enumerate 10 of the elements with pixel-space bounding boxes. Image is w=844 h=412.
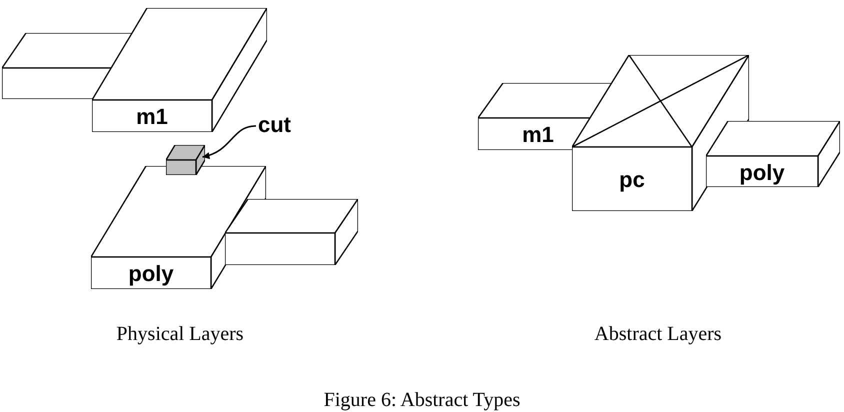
layer-name: poly — [739, 162, 785, 184]
leader-arrow — [202, 125, 256, 159]
figure-caption: Figure 6: Abstract Types — [324, 389, 520, 412]
callout-label: cut — [258, 114, 291, 136]
layer-name: pc — [619, 169, 645, 191]
panel-label: Abstract Layers — [594, 323, 722, 346]
layer-name: poly — [128, 263, 174, 285]
panel-label: Physical Layers — [116, 323, 244, 346]
layer-name: m1 — [136, 106, 168, 128]
layer-name: m1 — [522, 124, 554, 146]
